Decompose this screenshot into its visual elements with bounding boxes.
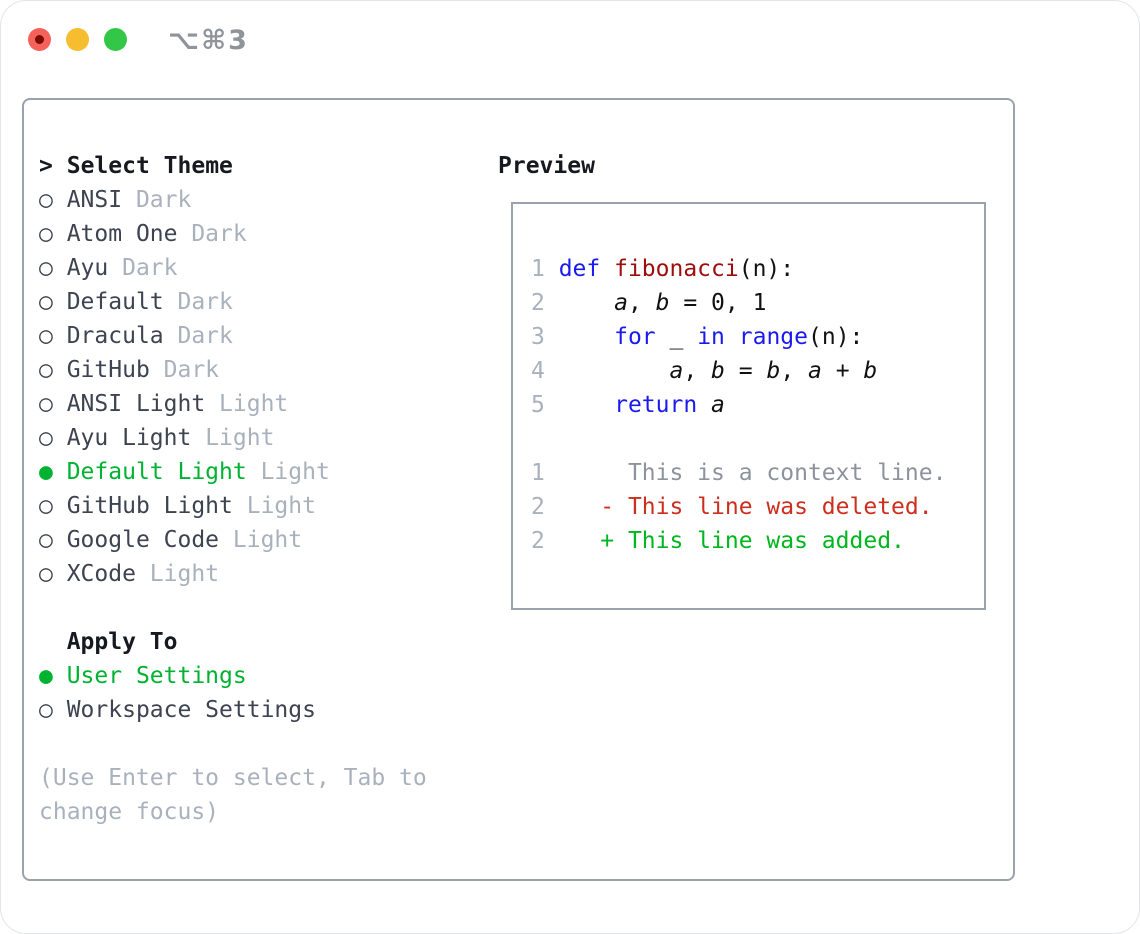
theme-list: ○ ANSI Dark○ Atom One Dark○ Ayu Dark○ De…	[39, 183, 454, 591]
theme-option-ansi-light[interactable]: ○ ANSI Light Light	[39, 387, 454, 421]
radio-selected-icon: ●	[39, 459, 53, 485]
theme-name: Default Light	[52, 459, 247, 485]
preview-pane: 1 def fibonacci(n): 2 a, b = 0, 1 3 for _ …	[511, 202, 986, 610]
theme-option-google-code[interactable]: ○ Google Code Light	[39, 523, 454, 557]
code-line: 3 for _ in range(n):	[531, 324, 864, 350]
record-dot-icon	[35, 35, 44, 44]
theme-variant: Light	[135, 561, 220, 587]
theme-option-xcode[interactable]: ○ XCode Light	[39, 557, 454, 591]
theme-variant: Dark	[149, 357, 220, 383]
radio-unselected-icon: ○	[39, 425, 53, 451]
theme-name: ANSI Light	[52, 391, 206, 417]
window-shortcut-label: ⌥⌘3	[168, 25, 249, 56]
radio-unselected-icon: ○	[39, 527, 53, 553]
code-block: 1 def fibonacci(n): 2 a, b = 0, 1 3 for _ …	[531, 252, 984, 422]
apply-option-workspace-settings[interactable]: ○ Workspace Settings	[39, 693, 454, 727]
radio-unselected-icon: ○	[39, 289, 53, 315]
apply-option-label: User Settings	[52, 663, 247, 689]
theme-name: Ayu Light	[52, 425, 192, 451]
theme-variant: Light	[232, 493, 316, 519]
preview-title: Preview	[498, 153, 595, 179]
theme-name: Google Code	[52, 527, 220, 553]
radio-unselected-icon: ○	[39, 255, 53, 281]
theme-name: GitHub Light	[52, 493, 233, 519]
code-line: 5 return a	[531, 392, 725, 418]
minimize-button[interactable]	[66, 28, 89, 51]
diff-line: 2 + This line was added.	[531, 528, 905, 554]
theme-variant: Dark	[177, 221, 247, 247]
spacer	[39, 591, 454, 625]
theme-option-ansi[interactable]: ○ ANSI Dark	[39, 183, 454, 217]
radio-unselected-icon: ○	[39, 697, 53, 723]
close-button[interactable]	[28, 28, 51, 51]
theme-picker-title: Select Theme	[66, 153, 233, 179]
theme-variant: Light	[191, 425, 275, 451]
theme-picker-header: > Select Theme	[39, 149, 454, 183]
theme-name: Atom One	[52, 221, 178, 247]
help-text: (Use Enter to select, Tab to change focu…	[39, 765, 427, 825]
radio-unselected-icon: ○	[39, 391, 53, 417]
code-line: 2 a, b = 0, 1	[531, 290, 767, 316]
code-line: 4 a, b = b, a + b	[531, 358, 878, 384]
prompt-icon: >	[39, 153, 53, 179]
apply-to-title: Apply To	[66, 629, 178, 655]
apply-option-label: Workspace Settings	[52, 697, 316, 723]
spacer	[39, 727, 454, 761]
radio-unselected-icon: ○	[39, 187, 53, 213]
theme-variant: Dark	[163, 289, 233, 315]
code-line: 1 def fibonacci(n):	[531, 256, 795, 282]
theme-name: ANSI	[52, 187, 123, 213]
radio-unselected-icon: ○	[39, 221, 53, 247]
theme-variant: Dark	[122, 187, 192, 213]
theme-option-github[interactable]: ○ GitHub Dark	[39, 353, 454, 387]
radio-unselected-icon: ○	[39, 323, 53, 349]
apply-to-header: Apply To	[39, 625, 454, 659]
theme-name: Ayu	[52, 255, 109, 281]
zoom-button[interactable]	[104, 28, 127, 51]
theme-variant: Light	[246, 459, 330, 485]
theme-name: Dracula	[52, 323, 164, 349]
radio-unselected-icon: ○	[39, 493, 53, 519]
radio-unselected-icon: ○	[39, 357, 53, 383]
theme-variant: Dark	[108, 255, 178, 281]
diff-line: 1 This is a context line.	[531, 460, 947, 486]
theme-variant: Dark	[163, 323, 233, 349]
theme-option-atom-one[interactable]: ○ Atom One Dark	[39, 217, 454, 251]
radio-unselected-icon: ○	[39, 561, 53, 587]
theme-option-dracula[interactable]: ○ Dracula Dark	[39, 319, 454, 353]
theme-option-default-light[interactable]: ● Default Light Light	[39, 455, 454, 489]
theme-option-ayu[interactable]: ○ Ayu Dark	[39, 251, 454, 285]
radio-selected-icon: ●	[39, 663, 53, 689]
theme-option-github-light[interactable]: ○ GitHub Light Light	[39, 489, 454, 523]
theme-option-ayu-light[interactable]: ○ Ayu Light Light	[39, 421, 454, 455]
theme-name: GitHub	[52, 357, 150, 383]
apply-to-list: ● User Settings○ Workspace Settings	[39, 659, 454, 727]
apply-option-user-settings[interactable]: ● User Settings	[39, 659, 454, 693]
left-column: > Select Theme ○ ANSI Dark○ Atom One Dar…	[39, 149, 454, 829]
diff-line: 2 - This line was deleted.	[531, 494, 933, 520]
diff-block: 1 This is a context line. 2 - This line w…	[531, 456, 984, 558]
main-panel: > Select Theme ○ ANSI Dark○ Atom One Dar…	[22, 98, 1015, 881]
theme-name: XCode	[52, 561, 136, 587]
theme-variant: Light	[205, 391, 289, 417]
theme-variant: Light	[219, 527, 303, 553]
theme-option-default[interactable]: ○ Default Dark	[39, 285, 454, 319]
theme-name: Default	[52, 289, 164, 315]
